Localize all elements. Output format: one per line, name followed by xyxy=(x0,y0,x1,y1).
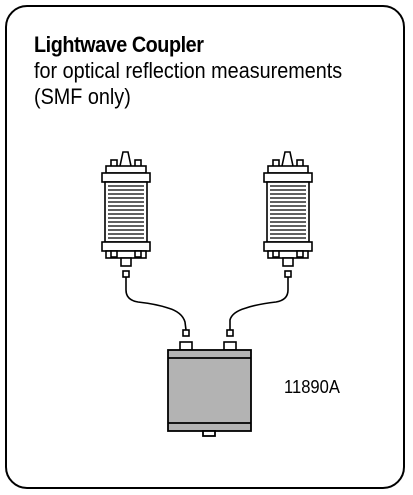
subtitle-line-1: for optical reflection measurements xyxy=(34,58,343,83)
subtitle-line-2: (SMF only) xyxy=(34,84,131,109)
panel-subtitle: for optical reflection measurements (SMF… xyxy=(34,58,342,110)
left-fiber-cable xyxy=(125,277,187,331)
panel-title: Lightwave Coupler xyxy=(34,32,204,57)
right-connector-grille xyxy=(270,185,306,239)
left-connector-icon xyxy=(101,151,151,278)
coupler-box-icon xyxy=(167,349,252,437)
left-connector-grille xyxy=(108,185,144,239)
coupler-ports xyxy=(179,329,237,351)
coupler-model-label: 11890A xyxy=(284,377,340,397)
right-fiber-cable xyxy=(229,277,289,330)
